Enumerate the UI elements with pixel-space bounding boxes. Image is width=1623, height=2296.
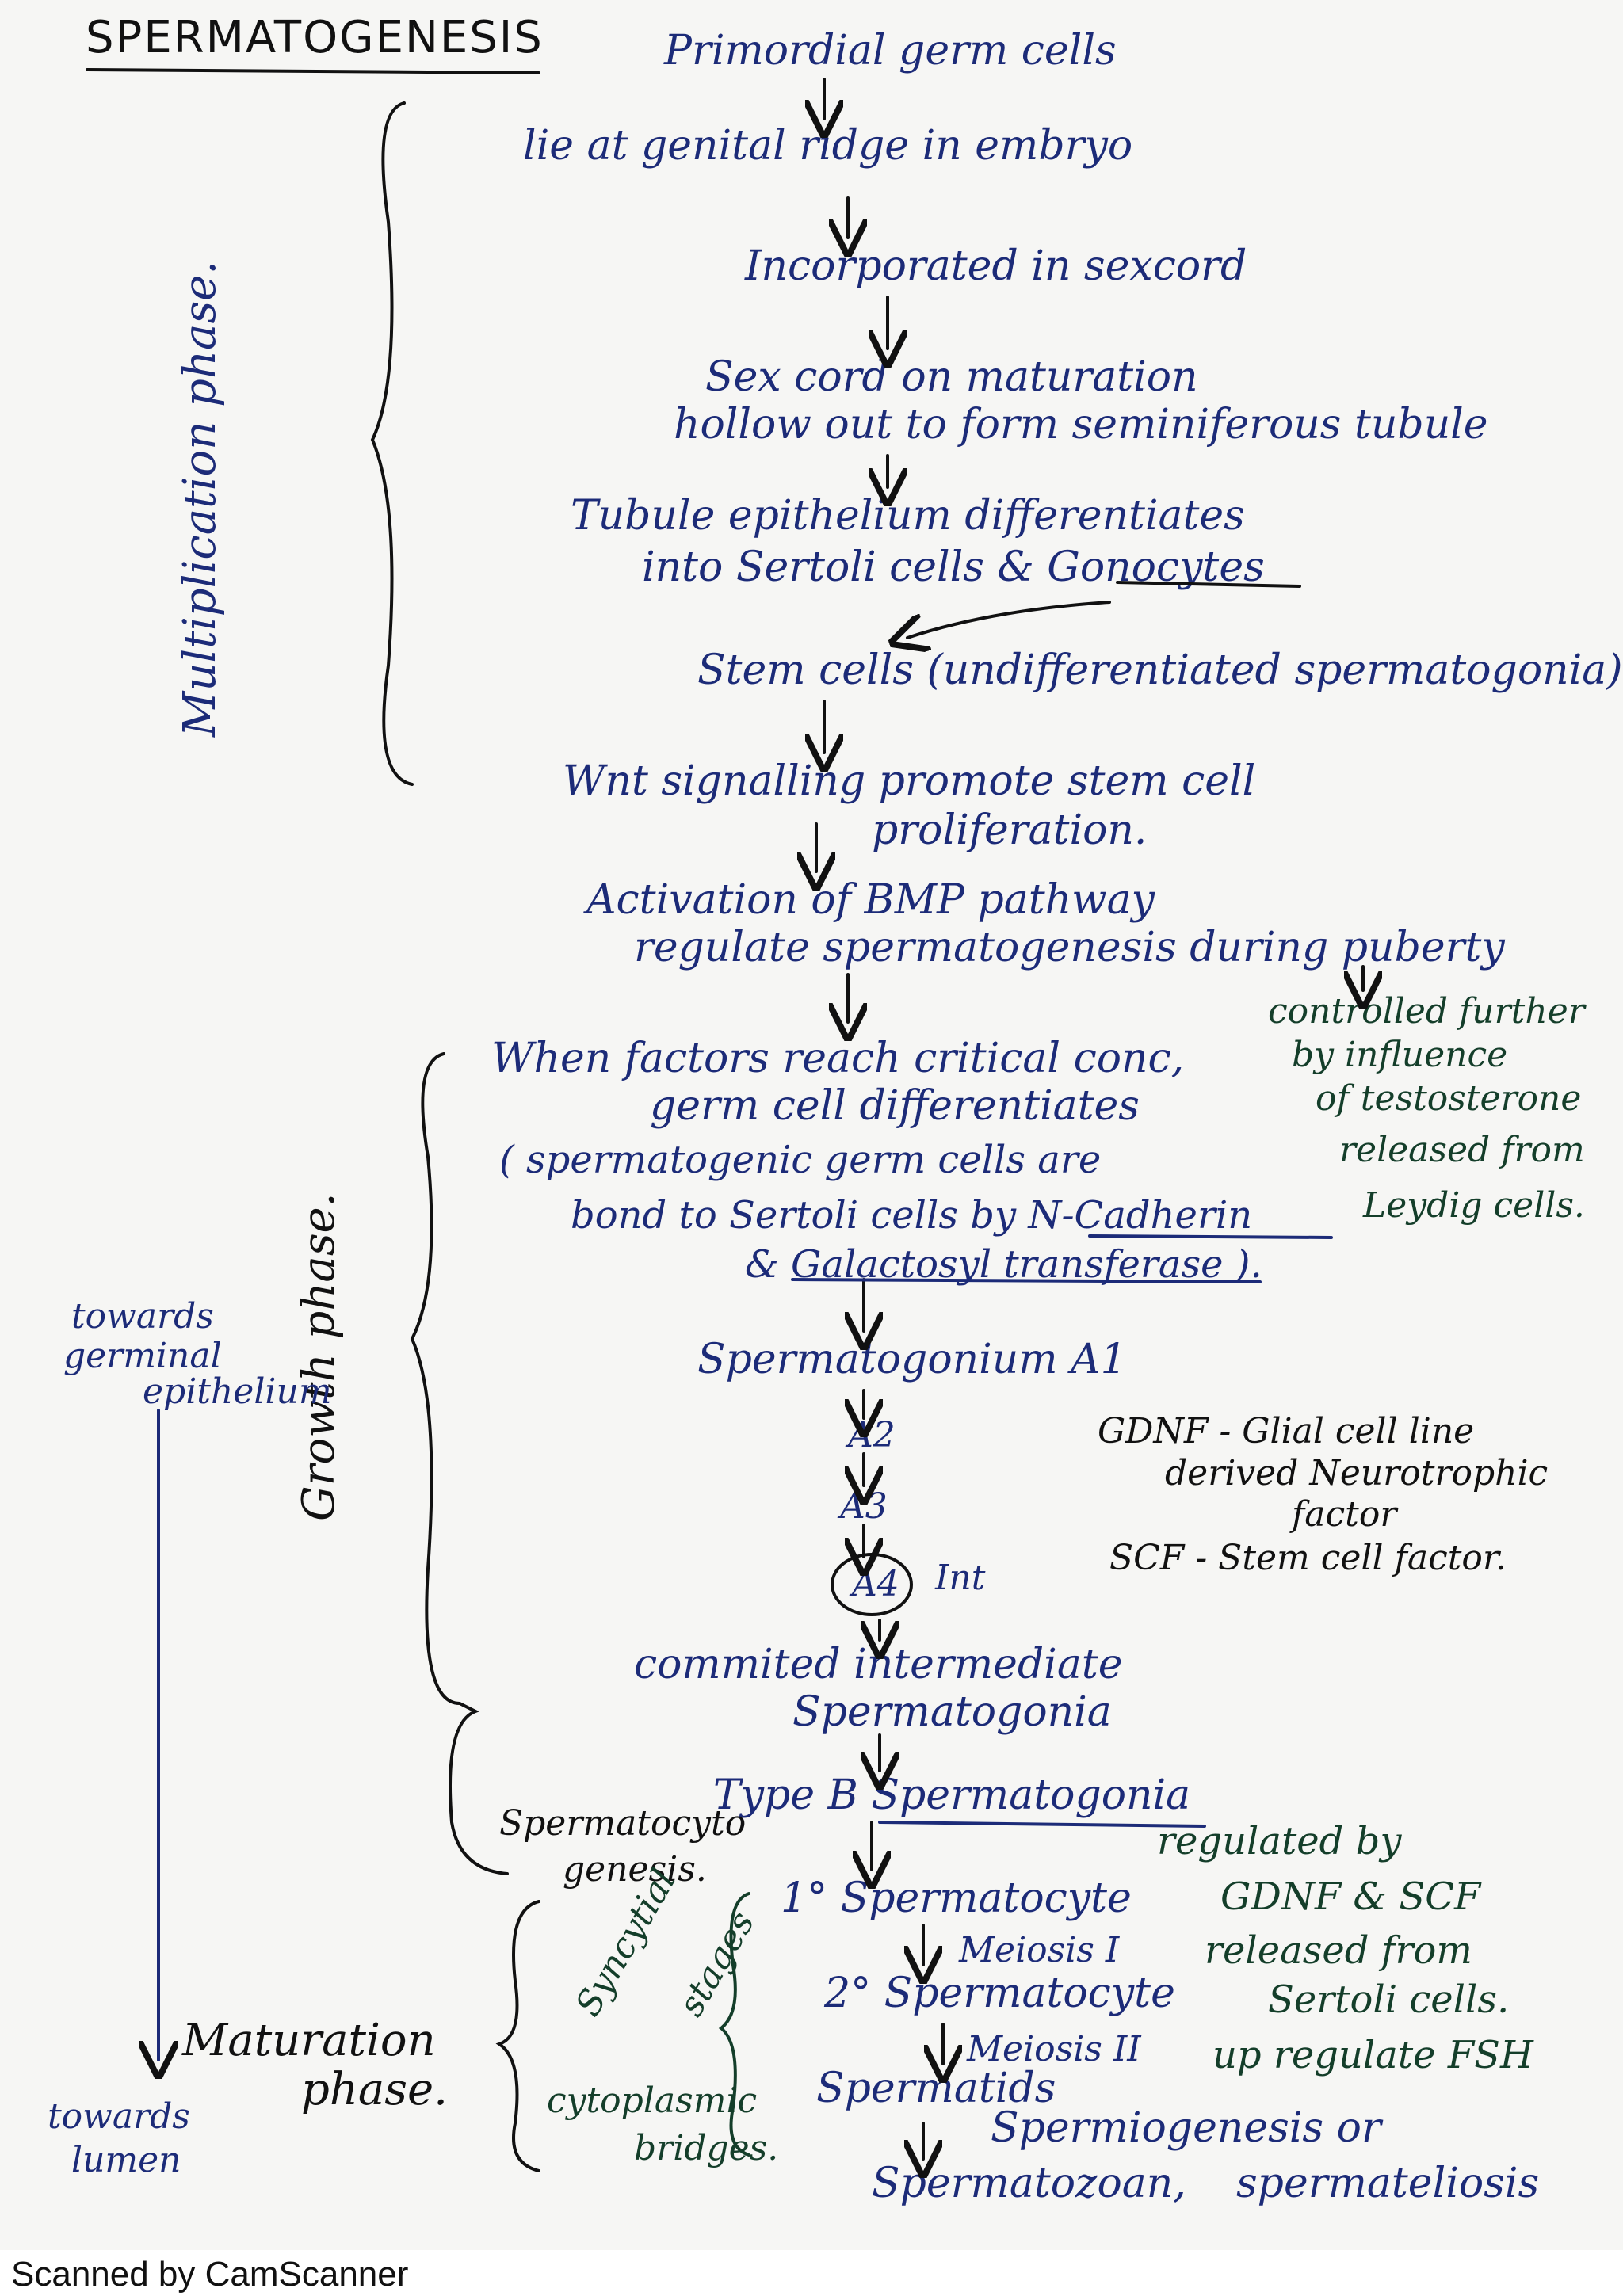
notebook-page: SPERMATOGENESIS Primordial germ cells li… bbox=[0, 0, 1623, 2250]
flow-line-spermatogenic: ( spermatogenic germ cells are bbox=[499, 1138, 1102, 1182]
underline-spermatogonia bbox=[878, 1821, 1206, 1828]
flow-line-spermatogonium-a1: Spermatogonium A1 bbox=[697, 1336, 1127, 1383]
note-gdnf-1: GDNF - Glial cell line bbox=[1098, 1411, 1475, 1451]
note-puberty-1: controlled further bbox=[1268, 991, 1585, 1032]
side-towards-germinal-3: epithelium bbox=[143, 1371, 332, 1412]
note-regulated-5: up regulate FSH bbox=[1212, 2033, 1533, 2077]
note-gdnf-2: derived Neurotrophic bbox=[1165, 1453, 1549, 1493]
flow-line-sexcord: Incorporated in sexcord bbox=[745, 242, 1247, 290]
underline-n-cadherin bbox=[1088, 1234, 1333, 1239]
flow-line-wnt: Wnt signalling promote stem cell bbox=[563, 757, 1256, 805]
underline-gonocytes bbox=[1116, 581, 1301, 588]
note-puberty-3: of testosterone bbox=[1316, 1078, 1582, 1119]
flow-line-meiosis-2: Meiosis II bbox=[967, 2029, 1141, 2069]
phase-maturation-2: phase. bbox=[301, 2064, 448, 2115]
flow-line-spermiogenesis: Spermiogenesis or bbox=[991, 2104, 1381, 2152]
flow-line-sertoli-gonocytes: into Sertoli cells & Gonocytes bbox=[642, 543, 1265, 591]
brace-syncytial bbox=[718, 1892, 750, 2157]
brace-maturation bbox=[495, 1900, 540, 2172]
note-puberty-2: by influence bbox=[1292, 1035, 1508, 1075]
note-gdnf-3: factor bbox=[1292, 1494, 1397, 1535]
underline-galactosyl bbox=[791, 1278, 1262, 1283]
flow-line-tubule-epithelium: Tubule epithelium differentiates bbox=[571, 492, 1245, 540]
side-towards-lumen-2: lumen bbox=[71, 2140, 181, 2180]
side-towards-germinal-1: towards bbox=[71, 1296, 214, 1337]
note-cytoplasmic-2: bridges. bbox=[634, 2128, 779, 2168]
a4-circle bbox=[831, 1553, 913, 1616]
note-regulated-2: GDNF & SCF bbox=[1220, 1875, 1481, 1919]
flow-line-bmp: Activation of BMP pathway bbox=[586, 876, 1155, 924]
side-towards-lumen-1: towards bbox=[48, 2096, 190, 2137]
flow-line-sexcord-maturation: Sex cord on maturation bbox=[705, 353, 1198, 401]
brace-multiplication bbox=[370, 101, 414, 786]
phase-spermatocytogenesis-2: genesis. bbox=[563, 1849, 707, 1890]
flow-line-spermateliosis: spermateliosis bbox=[1236, 2160, 1540, 2207]
arrow-gonocytes-to-stem bbox=[907, 601, 1111, 638]
flow-line-seminiferous: hollow out to form seminiferous tubule bbox=[674, 401, 1488, 448]
scanner-footer: Scanned by CamScanner bbox=[0, 2250, 1623, 2296]
phase-spermatocytogenesis-1: Spermatocyto bbox=[499, 1803, 747, 1844]
title-underline bbox=[86, 68, 540, 74]
brace-growth bbox=[410, 1052, 509, 1875]
side-towards-germinal-2: germinal bbox=[63, 1336, 222, 1376]
note-puberty-4: released from bbox=[1339, 1130, 1585, 1170]
note-regulated-4: Sertoli cells. bbox=[1268, 1978, 1510, 2022]
page-title: SPERMATOGENESIS bbox=[86, 12, 544, 63]
flow-line-galactosyl: & Galactosyl transferase ). bbox=[745, 1242, 1262, 1287]
note-puberty-5: Leydig cells. bbox=[1363, 1185, 1585, 1226]
annotation-strokes bbox=[86, 68, 1623, 2250]
flow-line-germ-differentiates: germ cell differentiates bbox=[650, 1082, 1140, 1130]
flow-line-secondary-spermatocyte: 2° Spermatocyte bbox=[824, 1970, 1175, 2017]
flow-line-int: Int bbox=[935, 1558, 986, 1598]
note-cytoplasmic-1: cytoplasmic bbox=[547, 2081, 758, 2121]
flow-line-proliferation: proliferation. bbox=[872, 807, 1148, 854]
flow-line-critical-conc: When factors reach critical conc, bbox=[491, 1035, 1185, 1082]
flow-line-type-b: Type B Spermatogonia bbox=[713, 1772, 1191, 1819]
flow-line-primary-spermatocyte: 1° Spermatocyte bbox=[781, 1875, 1132, 1922]
flow-line-spermatogonia: Spermatogonia bbox=[792, 1688, 1112, 1736]
flow-line-primordial: Primordial germ cells bbox=[664, 27, 1117, 74]
phase-maturation-1: Maturation bbox=[182, 2015, 436, 2066]
note-regulated-1: regulated by bbox=[1157, 1819, 1402, 1863]
scanner-footer-text: Scanned by CamScanner bbox=[11, 2255, 409, 2294]
flow-line-n-cadherin: bond to Sertoli cells by N-Cadherin bbox=[571, 1193, 1253, 1238]
flow-line-regulate: regulate spermatogenesis during puberty bbox=[634, 924, 1505, 971]
note-regulated-3: released from bbox=[1205, 1928, 1472, 1973]
flow-line-meiosis-1: Meiosis I bbox=[959, 1930, 1120, 1970]
note-scf: SCF - Stem cell factor. bbox=[1109, 1538, 1507, 1578]
flow-line-stem-cells: Stem cells (undifferentiated spermatogon… bbox=[697, 646, 1623, 694]
